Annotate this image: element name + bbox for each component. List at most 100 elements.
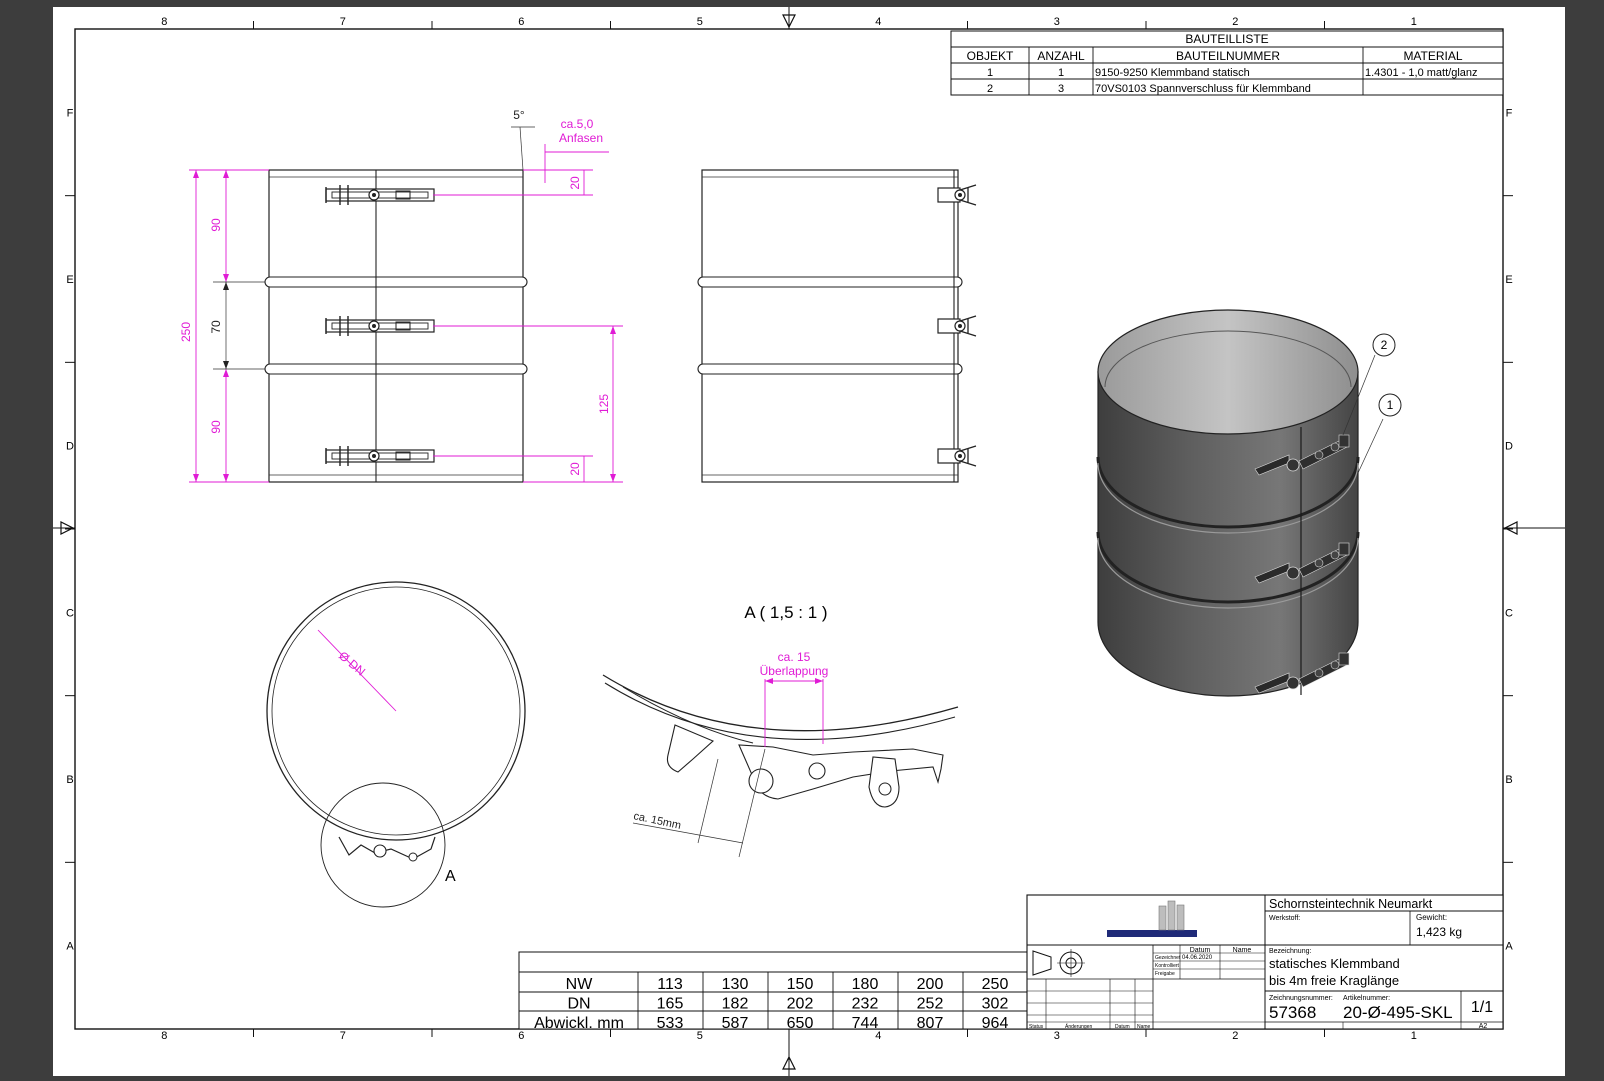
frame-column-label: 8 — [161, 16, 167, 28]
size-cell: 533 — [657, 1015, 684, 1032]
size-cell: 232 — [852, 996, 879, 1013]
dim-top-offset: 20 — [568, 176, 582, 190]
parts-header-bauteilnummer: BAUTEILNUMMER — [1176, 49, 1280, 63]
designation-label: Bezeichnung: — [1269, 948, 1311, 955]
row-released: Freigabe — [1155, 971, 1175, 977]
clamp-side-top — [937, 184, 977, 206]
company-name: Schornsteintechnik Neumarkt — [1269, 897, 1433, 911]
dim-angle: 5° — [513, 108, 525, 122]
company-logo — [1107, 900, 1197, 937]
frame-row-label: D — [1505, 441, 1513, 453]
drawing-number-label: Zeichnungsnummer: — [1269, 995, 1333, 1002]
frame-row-label: E — [66, 274, 73, 286]
clamp-side-middle — [937, 315, 977, 337]
frame-row-label: B — [66, 774, 73, 786]
size-cell: 202 — [787, 996, 814, 1013]
dim-total-height: 250 — [179, 322, 193, 342]
frame-column-label: 7 — [340, 1030, 346, 1042]
size-cell: 302 — [982, 996, 1009, 1013]
dim-bottom-offset: 20 — [568, 462, 582, 476]
weight-label: Gewicht: — [1416, 913, 1447, 922]
dim-tab-length: ca. 15mm — [632, 810, 682, 832]
size-row-label: DN — [567, 996, 590, 1013]
size-cell: 130 — [722, 976, 749, 993]
name-header: Name — [1233, 947, 1252, 954]
size-cell: 744 — [852, 1015, 879, 1032]
sheet-number: 1/1 — [1471, 999, 1493, 1016]
dim-chamfer-line1: ca.5,0 — [561, 117, 594, 131]
frame-row-label: E — [1505, 274, 1512, 286]
row-checked: Kontrolliert — [1155, 963, 1180, 969]
frame-column-label: 6 — [518, 1030, 524, 1042]
detail-view-a: A ( 1,5 : 1 ) ca. 15 Überlappung ca. 15m… — [602, 603, 959, 858]
balloon-2 — [1372, 333, 1396, 357]
parts-list-title: BAUTEILLISTE — [1185, 32, 1268, 46]
dim-diameter: Ø DN — [336, 649, 368, 679]
clamp-side-bottom — [937, 445, 977, 467]
paper-format: A2 — [1479, 1023, 1488, 1030]
front-view-dimensions: 250 90 90 70 20 ca.5,0 Anfasen 5° 125 20 — [179, 108, 623, 483]
detail-title: A ( 1,5 : 1 ) — [744, 603, 827, 622]
frame-column-label: 2 — [1232, 16, 1238, 28]
size-row-label: Abwickl. mm — [534, 1015, 624, 1032]
status-label: Status — [1029, 1024, 1044, 1030]
top-view-circle: Ø DN A — [266, 581, 526, 908]
revision-date-label: Datum — [1115, 1024, 1130, 1030]
frame-column-label: 4 — [875, 1030, 881, 1042]
frame-column-label: 7 — [340, 16, 346, 28]
designation-line2: bis 4m freie Kraglänge — [1269, 973, 1399, 988]
balloon-1 — [1378, 393, 1402, 417]
frame-column-label: 5 — [697, 16, 703, 28]
dim-middle-section: 70 — [209, 320, 223, 334]
size-cell: 250 — [982, 976, 1009, 993]
detail-marker-circle — [320, 782, 446, 908]
frame-row-label: A — [1505, 941, 1513, 953]
frame-column-label: 3 — [1054, 1030, 1060, 1042]
projection-symbol-cone — [1032, 950, 1052, 976]
isometric-view: 2 1 — [1096, 309, 1402, 697]
changes-label: Änderungen — [1065, 1023, 1092, 1030]
size-row-label: NW — [566, 976, 594, 993]
size-cell: 964 — [982, 1015, 1009, 1032]
designation-line1: statisches Klemmband — [1269, 956, 1400, 971]
frame-column-label: 8 — [161, 1030, 167, 1042]
dim-center-height: 125 — [597, 394, 611, 414]
frame-column-label: 4 — [875, 16, 881, 28]
parts-row2-nummer: 70VS0103 Spannverschluss für Klemmband — [1095, 83, 1311, 95]
dim-overlap-line1: ca. 15 — [778, 650, 811, 664]
parts-row1-nummer: 9150-9250 Klemmband statisch — [1095, 67, 1250, 79]
dim-chamfer-line2: Anfasen — [559, 131, 603, 145]
frame-row-label: D — [66, 441, 74, 453]
parts-row2-objekt: 2 — [987, 83, 993, 95]
title-block: Schornsteintechnik Neumarkt Werkstoff: G… — [1026, 894, 1504, 1030]
date-header: Datum — [1190, 947, 1211, 954]
row-drawn: Gezeichnet — [1155, 955, 1181, 961]
parts-header-objekt: OBJEKT — [967, 49, 1014, 63]
parts-list-table: BAUTEILLISTE OBJEKT ANZAHL BAUTEILNUMMER… — [950, 30, 1504, 96]
date-drawn: 04.06.2020 — [1182, 955, 1213, 961]
size-cell: 182 — [722, 996, 749, 1013]
frame-ticks — [65, 21, 1513, 1037]
parts-row1-anzahl: 1 — [1058, 67, 1064, 79]
revision-name-label: Name — [1137, 1024, 1151, 1030]
parts-row2-anzahl: 3 — [1058, 83, 1064, 95]
size-cell: 650 — [787, 1015, 814, 1032]
parts-row1-objekt: 1 — [987, 67, 993, 79]
frame-column-label: 6 — [518, 16, 524, 28]
frame-column-label: 3 — [1054, 16, 1060, 28]
frame-column-label: 2 — [1232, 1030, 1238, 1042]
frame-row-label: F — [1506, 107, 1513, 119]
size-cell: 587 — [722, 1015, 749, 1032]
frame-column-label: 5 — [697, 1030, 703, 1042]
frame-row-label: C — [66, 607, 74, 619]
parts-row1-material: 1.4301 - 1,0 matt/glanz — [1365, 67, 1478, 79]
parts-header-material: MATERIAL — [1403, 49, 1462, 63]
size-cell: 113 — [657, 976, 683, 993]
balloon-1-label: 1 — [1387, 398, 1394, 412]
article-number: 20-Ø-495-SKL — [1343, 1003, 1453, 1022]
size-cell: 200 — [917, 976, 944, 993]
dim-overlap-line2: Überlappung — [760, 664, 829, 678]
